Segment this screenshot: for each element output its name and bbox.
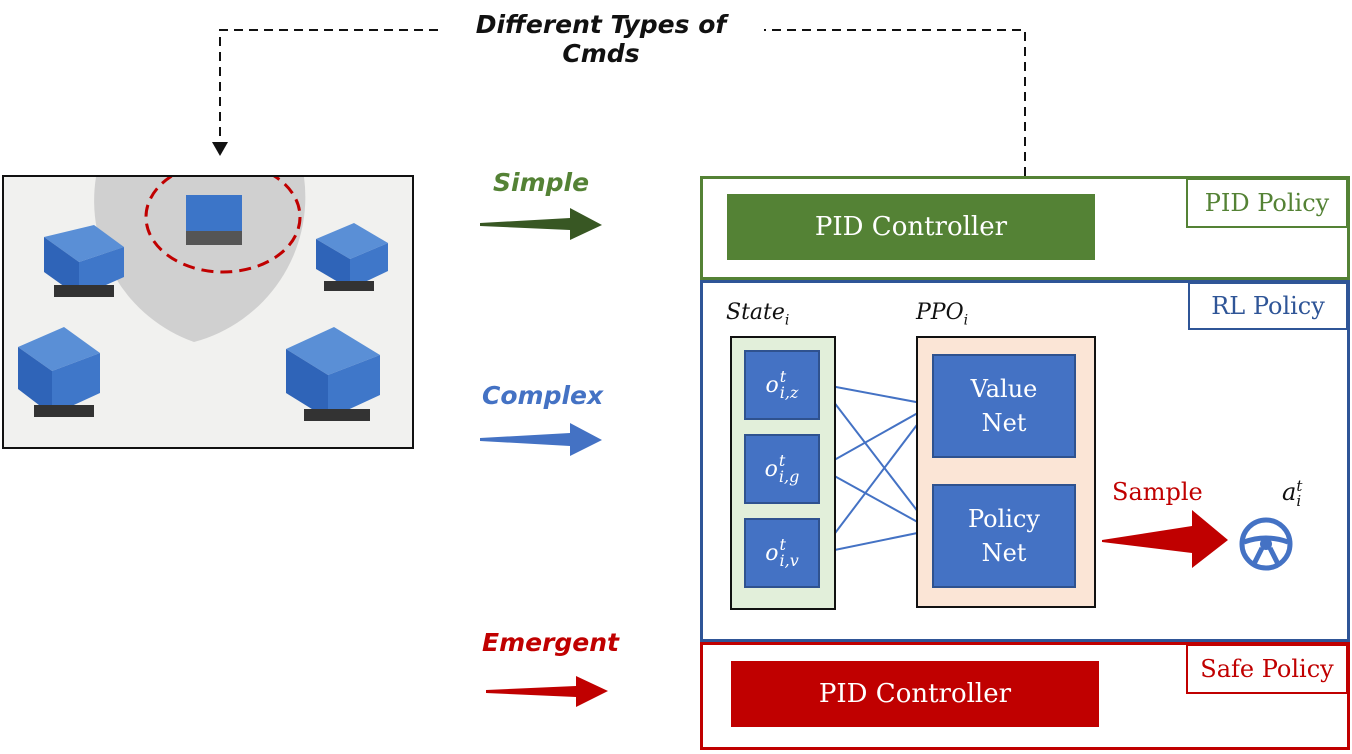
complex-arrow <box>480 423 602 456</box>
sample-label: Sample <box>1112 478 1203 506</box>
state-label-text: State <box>726 300 785 325</box>
value-net-line2: Net <box>981 409 1027 437</box>
diagram-title: Different Types of Cmds <box>438 10 764 68</box>
value-net-block: Value Net <box>932 354 1076 458</box>
simple-command-label: Simple <box>493 168 590 197</box>
ppo-label-text: PPO <box>916 300 964 325</box>
observation-v-sub: i,v <box>779 551 799 570</box>
steering-wheel-icon <box>1239 517 1293 571</box>
policy-net-block: Policy Net <box>932 484 1076 588</box>
obs-net-connections <box>819 383 933 554</box>
safe-policy-box <box>700 642 1350 750</box>
rl-policy-box <box>700 280 1350 642</box>
state-label: Statei <box>726 300 789 328</box>
value-net-line1: Value <box>970 375 1038 403</box>
robots-illustration <box>4 177 412 447</box>
pid-policy-box <box>700 176 1350 280</box>
state-label-subscript: i <box>784 312 790 329</box>
robots-photo <box>2 175 414 449</box>
action-label-sup: t <box>1296 476 1303 495</box>
pid-controller-block: PID Controller <box>727 194 1095 260</box>
policy-net-line2: Net <box>981 539 1027 567</box>
simple-arrow <box>480 208 602 240</box>
observation-v-base: o <box>765 540 779 566</box>
observation-v-sup: t <box>779 535 786 554</box>
observation-g-sup: t <box>778 451 786 470</box>
observation-g-base: o <box>764 456 778 482</box>
safe-policy-tag: Safe Policy <box>1186 644 1348 694</box>
ppo-label-subscript: i <box>963 312 969 329</box>
observation-z-sup: t <box>779 367 787 386</box>
observation-g-sub: i,g <box>778 467 800 486</box>
safe-pid-controller-block: PID Controller <box>731 661 1099 727</box>
action-label-sub: i <box>1296 491 1302 510</box>
feedback-dashed-line <box>764 29 1026 176</box>
ppo-label: PPOi <box>916 300 968 328</box>
feedback-arrowhead <box>212 142 228 156</box>
observation-z-sub: i,z <box>779 383 799 402</box>
complex-command-label: Complex <box>482 381 604 410</box>
rl-policy-tag: RL Policy <box>1188 282 1348 330</box>
observation-z-base: o <box>765 372 779 398</box>
action-label-base: a <box>1282 478 1297 506</box>
policy-net-line1: Policy <box>968 505 1040 533</box>
feedback-dashed-line-left <box>219 29 438 145</box>
sample-arrow <box>1102 510 1228 568</box>
emergent-arrow <box>486 676 608 707</box>
pid-policy-tag: PID Policy <box>1186 178 1348 228</box>
emergent-command-label: Emergent <box>482 628 620 657</box>
